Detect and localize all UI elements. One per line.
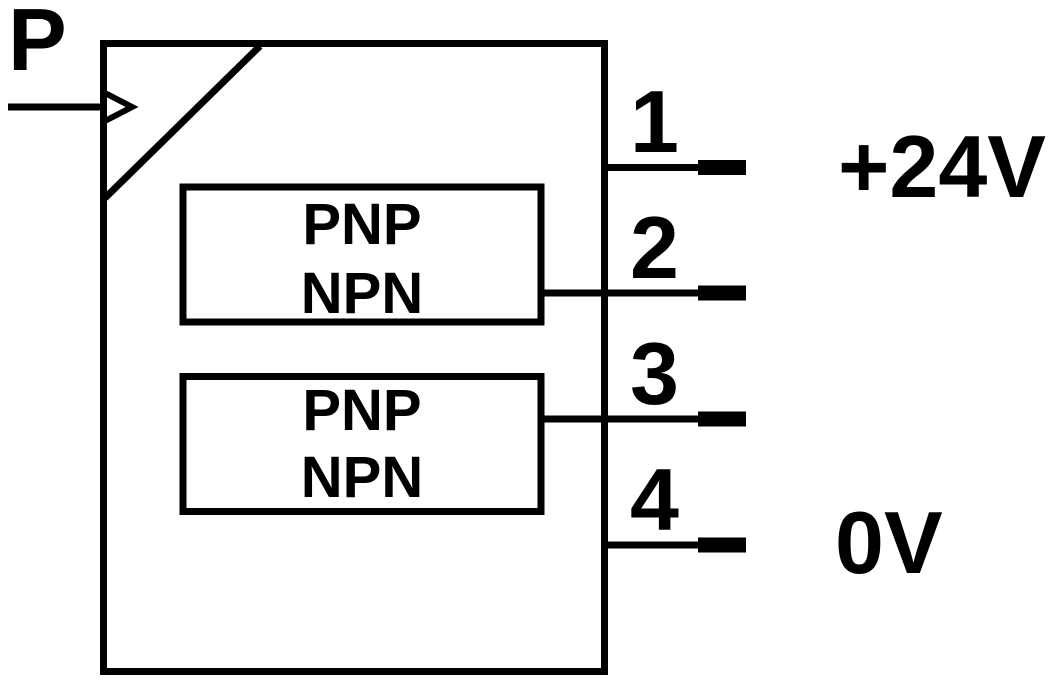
supply-voltage-label: +24V: [838, 117, 1046, 216]
pin-1-terminal: [698, 160, 746, 175]
sensor-body-box: [100, 40, 608, 675]
pin-3-terminal: [698, 411, 746, 427]
pin-3-number: 3: [630, 324, 679, 423]
pin-2-number: 2: [630, 198, 679, 297]
block-2-pnp-label: PNP: [302, 378, 421, 443]
block-1-pnp-label: PNP: [302, 192, 421, 257]
pressure-port-label: P: [8, 0, 67, 89]
pin-1-number: 1: [630, 72, 679, 171]
pin-4-number: 4: [630, 450, 679, 549]
ground-voltage-label: 0V: [835, 493, 943, 592]
arrowhead-icon: [101, 89, 139, 125]
block-1-npn-label: NPN: [301, 261, 423, 326]
pin-2-terminal: [698, 285, 746, 301]
sensor-diagonal-line: [102, 43, 263, 201]
pin-4-terminal: [698, 537, 746, 553]
output-block-1: [179, 183, 545, 326]
output-block-2: [179, 373, 545, 515]
block-2-npn-label: NPN: [301, 445, 423, 510]
